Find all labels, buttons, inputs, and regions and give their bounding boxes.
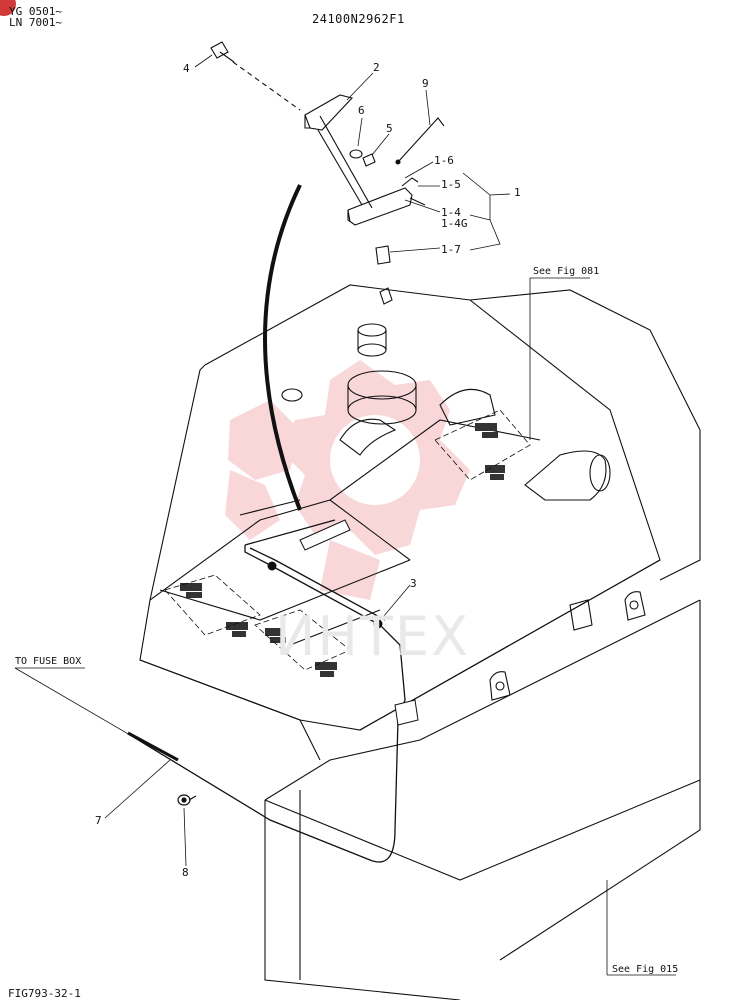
- callout-1-6[interactable]: 1-6: [434, 154, 454, 167]
- corner-badge: [0, 0, 16, 16]
- callout-leaders: [14, 54, 676, 976]
- callout-3[interactable]: 3: [410, 577, 417, 590]
- callout-1-7[interactable]: 1-7: [441, 243, 461, 256]
- serial-range-1: YG 0501~: [9, 5, 62, 18]
- decal-outlines: [164, 409, 531, 671]
- callout-1[interactable]: 1: [514, 186, 521, 199]
- decal-marks: [180, 423, 505, 677]
- callout-1-4[interactable]: 1-4: [441, 206, 461, 219]
- figure-id: FIG793-32-1: [8, 987, 81, 1000]
- level-sender-installed: [267, 519, 419, 726]
- wire-end: [127, 731, 179, 762]
- callout-7[interactable]: 7: [95, 814, 102, 827]
- clip-part: [177, 794, 197, 806]
- callout-5[interactable]: 5: [386, 122, 393, 135]
- callout-6[interactable]: 6: [358, 104, 365, 117]
- exploded-parts: [210, 41, 445, 265]
- ref-fig-081[interactable]: See Fig 081: [533, 266, 600, 277]
- part-group-number: 24100N2962F1: [312, 12, 405, 26]
- callout-4[interactable]: 4: [183, 62, 190, 75]
- watermark-text: ИНТЕХ: [275, 605, 471, 668]
- callout-1-5[interactable]: 1-5: [441, 178, 461, 191]
- assembly-arrow-curve: [263, 184, 302, 511]
- callout-8[interactable]: 8: [182, 866, 189, 879]
- watermark-logo: [225, 360, 470, 600]
- machine-body: [139, 284, 701, 1000]
- ref-fuse-box: TO FUSE BOX: [15, 656, 82, 667]
- serial-range-2: LN 7001~: [9, 16, 62, 29]
- wire-harness: [129, 519, 406, 863]
- callout-2[interactable]: 2: [373, 61, 380, 74]
- ref-fig-015[interactable]: See Fig 015: [612, 964, 679, 975]
- callout-9[interactable]: 9: [422, 77, 429, 90]
- callout-1-4g[interactable]: 1-4G: [441, 217, 468, 230]
